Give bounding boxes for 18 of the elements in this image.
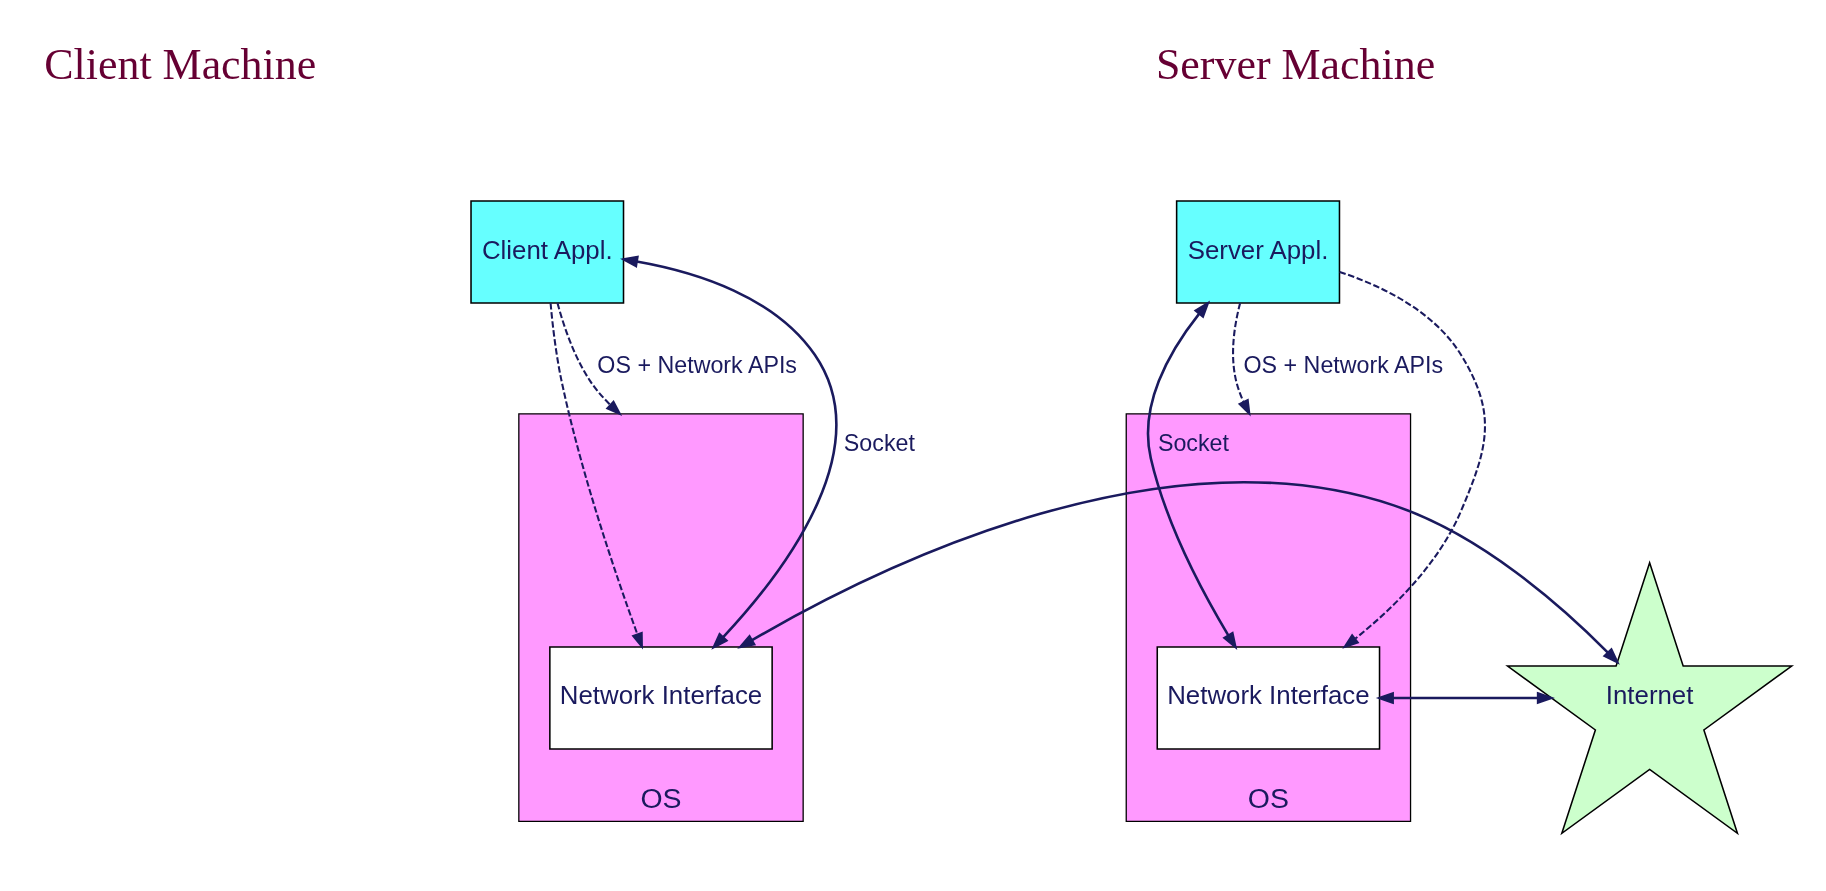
edge-label: Socket — [1157, 429, 1229, 456]
arrow — [1375, 691, 1555, 704]
edge-label: OS + Network APIs — [597, 351, 797, 378]
arrow — [1232, 302, 1251, 417]
arrow — [549, 302, 643, 650]
node-box: Network Interface — [1156, 645, 1381, 750]
arrow — [556, 302, 623, 416]
edge-label: Socket — [843, 429, 915, 456]
node-box: Client Appl. — [470, 199, 625, 304]
node-box: Network Interface — [549, 645, 773, 750]
arrow — [737, 481, 1620, 665]
arrow — [1146, 300, 1238, 650]
label: Server Machine — [1155, 38, 1436, 88]
node-box: Server Appl. — [1175, 199, 1341, 304]
label: Client Machine — [44, 38, 317, 88]
edge-label: OS + Network APIs — [1243, 351, 1444, 378]
arrow — [620, 254, 838, 650]
arrow — [1339, 270, 1486, 649]
